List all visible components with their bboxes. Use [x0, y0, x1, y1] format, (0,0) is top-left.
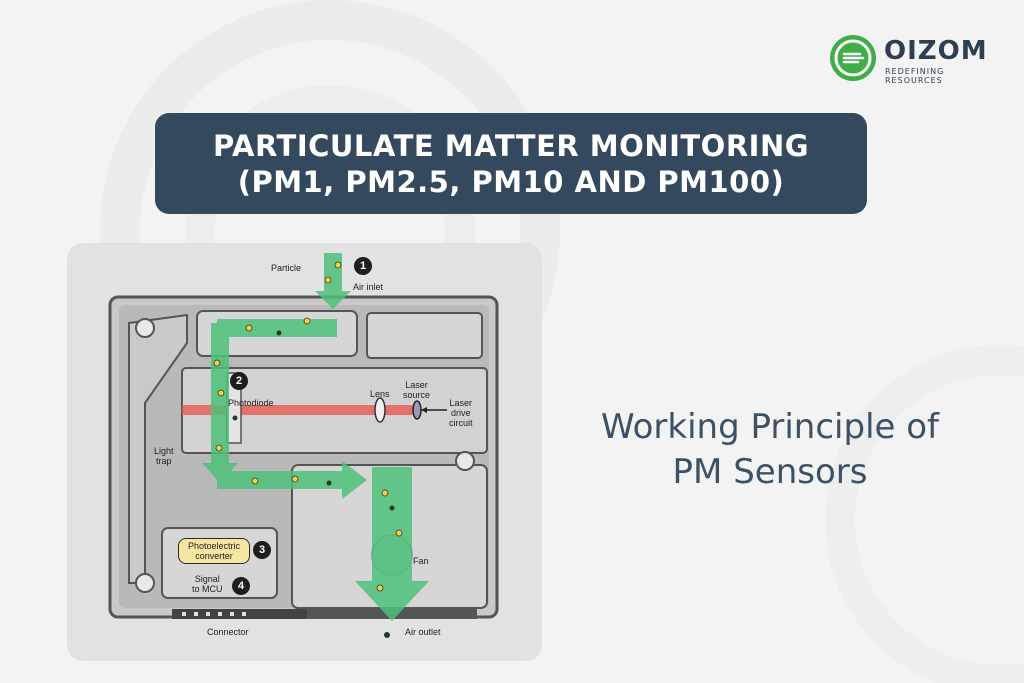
label-signal-line-1: Signal	[194, 574, 220, 584]
label-lens: Lens	[370, 389, 390, 399]
label-photodiode: Photodiode	[228, 398, 274, 408]
label-laser-source-line-1: Laser	[405, 380, 428, 390]
title-banner: PARTICULATE MATTER MONITORING (PM1, PM2.…	[155, 113, 867, 214]
label-light-trap: Light trap	[154, 446, 174, 466]
step-1-marker: 1	[354, 257, 372, 275]
label-laser-drive-line-2: drive	[451, 408, 471, 418]
particles	[213, 261, 403, 592]
label-signal: Signal to MCU	[192, 574, 223, 594]
label-laser-source: Laser source	[403, 380, 430, 400]
label-light-trap-line-1: Light	[154, 446, 174, 456]
label-air-inlet: Air inlet	[353, 282, 384, 292]
label-particle: Particle	[271, 263, 302, 273]
label-photoelectric-line-1: Photoelectric	[187, 541, 241, 551]
subtitle: Working Principle of PM Sensors	[560, 405, 980, 495]
step-2-marker: 2	[230, 372, 248, 390]
label-signal-line-2: to MCU	[192, 584, 223, 594]
label-light-trap-line-2: trap	[156, 456, 172, 466]
label-air-outlet: Air outlet	[405, 627, 441, 637]
oizom-logo: OIZOM REDEFINING RESOURCES	[830, 35, 1000, 85]
photoelectric-converter: Photoelectric converter	[178, 538, 250, 564]
logo-mark-icon	[830, 35, 876, 81]
logo-tagline: REDEFINING RESOURCES	[885, 67, 945, 85]
label-laser-drive: Laser drive circuit	[449, 398, 473, 428]
laser-source-icon	[412, 400, 422, 420]
title-line-1: PARTICULATE MATTER MONITORING	[212, 129, 810, 163]
label-fan: Fan	[413, 556, 429, 566]
lens-icon	[374, 397, 386, 423]
label-laser-drive-line-3: circuit	[449, 418, 473, 428]
step-3-marker: 3	[253, 541, 271, 559]
label-connector: Connector	[207, 627, 249, 637]
title-line-2: (PM1, PM2.5, PM10 AND PM100)	[237, 165, 785, 199]
label-laser-source-line-2: source	[403, 390, 431, 400]
light-trap	[128, 313, 188, 584]
subtitle-line-2: PM Sensors	[672, 452, 868, 492]
step-4-marker: 4	[232, 577, 250, 595]
subtitle-line-1: Working Principle of	[600, 407, 940, 447]
connector-strip	[172, 609, 322, 619]
laser-beam	[182, 405, 417, 415]
pm-sensor-diagram	[108, 253, 499, 638]
label-laser-drive-line-1: Laser	[449, 398, 473, 408]
logo-name: OIZOM	[884, 36, 988, 66]
label-photoelectric-line-2: converter	[195, 551, 233, 561]
